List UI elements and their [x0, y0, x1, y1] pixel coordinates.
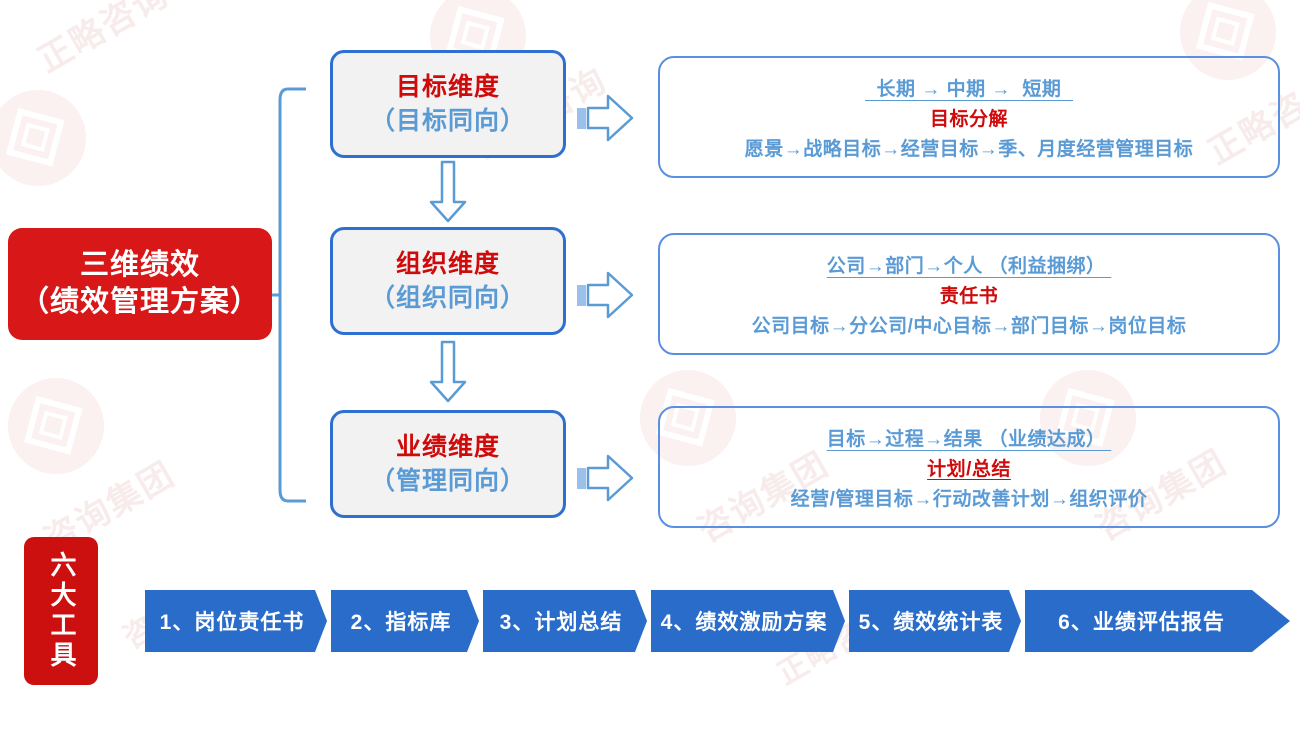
tool-segment-2[interactable]: 2、指标库 [331, 590, 479, 652]
tool-label: 6、业绩评估报告 [1058, 611, 1225, 634]
root-title-line1: 三维绩效 [79, 248, 200, 281]
tool-segment-6[interactable]: 6、业绩评估报告 [1025, 590, 1290, 652]
dimension-box-goal[interactable]: 目标维度 （目标同向） [330, 50, 566, 158]
tool-segment-3[interactable]: 3、计划总结 [483, 590, 647, 652]
tool-label: 2、指标库 [350, 611, 452, 634]
detail-flow: 长期 → 中期 → 短期 [864, 78, 1073, 100]
tool-segment-4[interactable]: 4、绩效激励方案 [651, 590, 845, 652]
watermark-logo [0, 360, 122, 492]
detail-chain: 公司目标→分公司/中心目标→部门目标→岗位目标 [751, 315, 1187, 337]
watermark-logo [0, 72, 104, 204]
six-tools-strip: 1、岗位责任书 2、指标库 3、计划总结 4、绩效激励方案 5、绩效统计表 6、… [145, 590, 1290, 652]
detail-chain: 愿景→战略目标→经营目标→季、月度经营管理目标 [744, 138, 1194, 160]
tool-segment-5[interactable]: 5、绩效统计表 [849, 590, 1021, 652]
tool-segment-1[interactable]: 1、岗位责任书 [145, 590, 327, 652]
detail-chain: 经营/管理目标→行动改善计划→组织评价 [790, 488, 1148, 510]
right-arrow-icon [577, 271, 634, 319]
dimension-title: 组织维度 [395, 250, 500, 278]
detail-keyword: 计划/总结 [927, 458, 1011, 480]
bracket-connector [272, 87, 306, 503]
down-arrow-icon [429, 340, 467, 403]
tool-label: 4、绩效激励方案 [660, 611, 828, 634]
dimension-subtitle: （组织同向） [369, 284, 526, 312]
tool-label: 3、计划总结 [499, 611, 623, 634]
detail-box-performance[interactable]: 目标→过程→结果 （业绩达成） 计划/总结 经营/管理目标→行动改善计划→组织评… [658, 406, 1280, 528]
watermark-text: 正略咨询 [31, 0, 176, 80]
six-tools-label: 六大工具 [24, 537, 98, 685]
dimension-box-organization[interactable]: 组织维度 （组织同向） [330, 227, 566, 335]
detail-flow: 目标→过程→结果 （业绩达成） [826, 428, 1112, 450]
root-node[interactable]: 三维绩效 （绩效管理方案） [8, 228, 272, 340]
detail-keyword: 责任书 [939, 285, 999, 307]
dimension-title: 目标维度 [395, 73, 500, 101]
right-arrow-icon [577, 454, 634, 502]
detail-keyword: 目标分解 [929, 108, 1008, 130]
dimension-title: 业绩维度 [395, 433, 500, 461]
detail-flow: 公司→部门→个人 （利益捆绑） [826, 255, 1112, 277]
right-arrow-icon [577, 94, 634, 142]
detail-box-organization[interactable]: 公司→部门→个人 （利益捆绑） 责任书 公司目标→分公司/中心目标→部门目标→岗… [658, 233, 1280, 355]
detail-box-goal[interactable]: 长期 → 中期 → 短期 目标分解 愿景→战略目标→经营目标→季、月度经营管理目… [658, 56, 1280, 178]
dimension-box-performance[interactable]: 业绩维度 （管理同向） [330, 410, 566, 518]
tool-label: 1、岗位责任书 [159, 611, 305, 634]
dimension-subtitle: （管理同向） [369, 467, 526, 495]
dimension-subtitle: （目标同向） [369, 107, 526, 135]
tool-label: 5、绩效统计表 [858, 611, 1004, 634]
down-arrow-icon [429, 160, 467, 223]
root-title-line2: （绩效管理方案） [19, 286, 260, 318]
